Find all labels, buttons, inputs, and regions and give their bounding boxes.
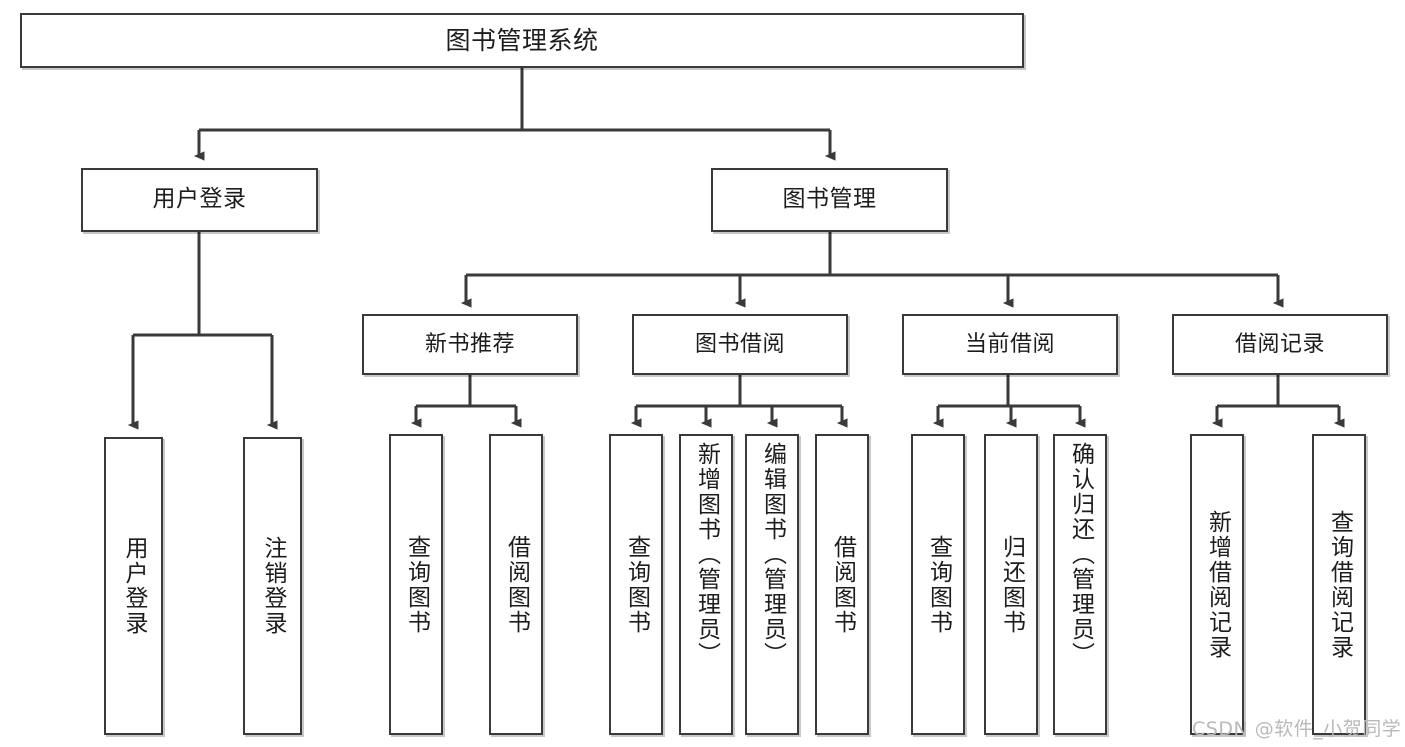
node-leaf-return-book-label: 归还图书 [998,534,1025,635]
node-leaf-borrow-book-2[interactable]: 借阅图书 [815,434,869,735]
node-leaf-query-record-label: 查询借阅记录 [1326,509,1353,660]
node-new-book-rec[interactable]: 新书推荐 [362,314,578,375]
node-leaf-query-record[interactable]: 查询借阅记录 [1312,434,1366,735]
node-leaf-query-book-3-label: 查询图书 [925,534,952,635]
node-book-manage[interactable]: 图书管理 [711,168,948,232]
node-new-book-rec-label: 新书推荐 [424,331,515,357]
node-leaf-user-login-label: 用户登录 [121,536,147,636]
node-root-label: 图书管理系统 [445,25,599,55]
node-leaf-edit-book[interactable]: 编辑图书（管理员） [745,434,799,735]
node-current-borrow-label: 当前借阅 [964,331,1055,357]
node-root[interactable]: 图书管理系统 [20,13,1024,68]
node-leaf-logout[interactable]: 注销登录 [243,437,302,735]
node-leaf-add-book[interactable]: 新增图书（管理员） [679,434,733,735]
node-leaf-return-book[interactable]: 归还图书 [984,434,1038,735]
node-leaf-edit-book-label: 编辑图书（管理员） [759,442,786,667]
node-leaf-add-record[interactable]: 新增借阅记录 [1190,434,1244,735]
node-book-manage-label: 图书管理 [782,186,877,213]
node-leaf-confirm-return[interactable]: 确认归还（管理员） [1053,434,1107,735]
csdn-watermark: CSDN @软件_小贺同学 [1192,718,1402,740]
node-leaf-confirm-return-label: 确认归还（管理员） [1067,442,1094,667]
node-leaf-borrow-book-2-label: 借阅图书 [829,534,856,635]
node-user-login[interactable]: 用户登录 [81,168,318,232]
node-book-borrow-label: 图书借阅 [694,331,785,357]
node-book-borrow[interactable]: 图书借阅 [632,314,848,375]
node-leaf-borrow-book-1-label: 借阅图书 [503,534,530,635]
node-leaf-add-book-label: 新增图书（管理员） [693,442,720,667]
node-leaf-user-login[interactable]: 用户登录 [104,437,163,735]
node-borrow-record-label: 借阅记录 [1234,331,1325,357]
node-borrow-record[interactable]: 借阅记录 [1172,314,1388,375]
node-user-login-label: 用户登录 [152,186,247,213]
node-leaf-borrow-book-1[interactable]: 借阅图书 [489,434,543,735]
node-leaf-query-book-2-label: 查询图书 [623,534,650,635]
node-current-borrow[interactable]: 当前借阅 [902,314,1118,375]
node-leaf-query-book-2[interactable]: 查询图书 [609,434,663,735]
node-leaf-add-record-label: 新增借阅记录 [1204,509,1231,660]
node-leaf-query-book-3[interactable]: 查询图书 [911,434,965,735]
node-leaf-query-book-1[interactable]: 查询图书 [389,434,443,735]
node-leaf-query-book-1-label: 查询图书 [403,534,430,635]
node-leaf-logout-label: 注销登录 [260,536,286,636]
